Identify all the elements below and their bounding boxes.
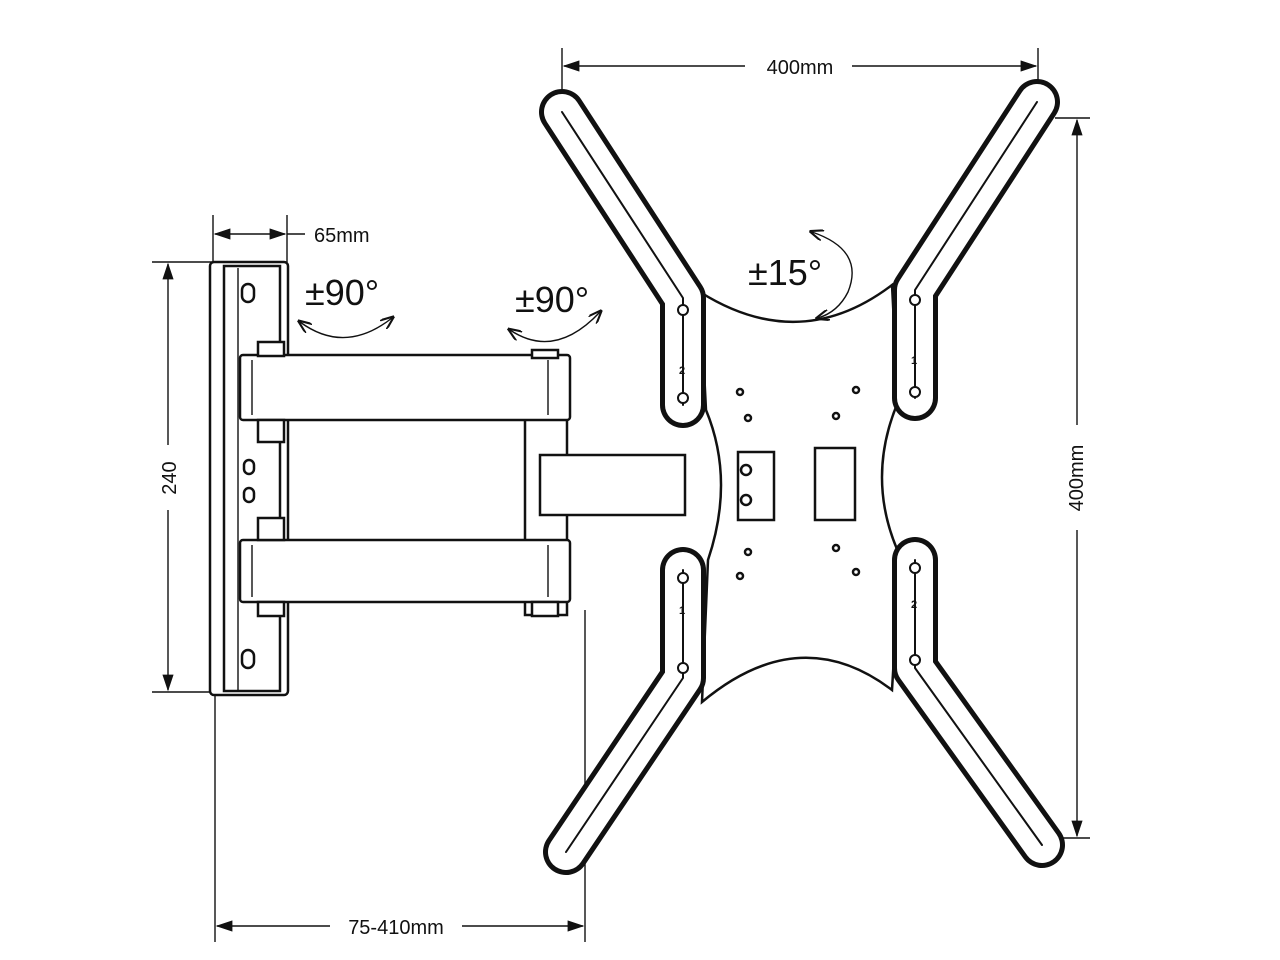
leg-mark-upper-left: 2 xyxy=(679,365,685,377)
arm-swivel-indicator: ±90° xyxy=(510,279,600,343)
leg-mark-upper-right: 1 xyxy=(911,355,917,367)
top-width-label: 400mm xyxy=(767,57,834,79)
extension-label: 75-410mm xyxy=(348,917,444,939)
vesa-legs xyxy=(539,79,1065,875)
wall-swivel-indicator: ±90° xyxy=(300,272,392,339)
right-height-label: 400mm xyxy=(1066,445,1088,512)
plate-height-dimension: 240 xyxy=(152,261,212,693)
plate-depth-label: 65mm xyxy=(314,225,370,247)
swing-arms xyxy=(238,340,687,618)
tilt-rotation-indicator: ±15° xyxy=(748,232,853,318)
right-height-dimension: 400mm xyxy=(1055,117,1090,839)
tilt-rotation-label: ±15° xyxy=(748,252,822,293)
wall-plate xyxy=(208,260,290,697)
leg-mark-lower-left: 1 xyxy=(679,605,685,617)
vesa-plate xyxy=(698,282,902,705)
plate-depth-dimension: 65mm xyxy=(212,215,370,262)
leg-mark-lower-right: 2 xyxy=(911,599,917,611)
top-width-dimension: 400mm xyxy=(561,48,1039,100)
plate-height-label: 240 xyxy=(159,461,181,494)
extension-dimension: 75-410mm xyxy=(214,610,586,942)
arm-swivel-label: ±90° xyxy=(515,279,589,320)
wall-swivel-label: ±90° xyxy=(305,272,379,313)
